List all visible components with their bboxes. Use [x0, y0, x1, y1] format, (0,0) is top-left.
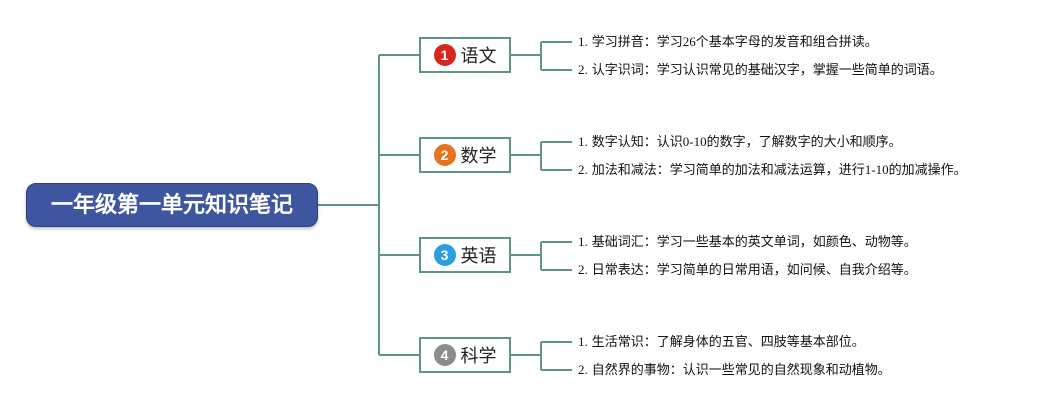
leaf-item[interactable]: 1.基础词汇：学习一些基本的英文单词，如颜色、动物等。 — [578, 233, 917, 251]
leaf-text: 加法和减法：学习简单的加法和减法运算，进行1-10的加减操作。 — [591, 162, 967, 177]
leaf-connector-3 — [511, 241, 572, 271]
branch-math[interactable]: 2 数学 — [419, 137, 511, 173]
leaf-index: 2. — [578, 62, 588, 77]
leaf-text: 日常表达：学习简单的日常用语，如问候、自我介绍等。 — [591, 262, 917, 277]
leaf-item[interactable]: 2.加法和减法：学习简单的加法和减法运算，进行1-10的加减操作。 — [578, 161, 967, 179]
branch-science[interactable]: 4 科学 — [419, 337, 511, 373]
branch-label: 语文 — [460, 46, 497, 67]
leaf-text: 数字认知：认识0-10的数字，了解数字的大小和顺序。 — [591, 134, 902, 149]
leaf-index: 2. — [578, 262, 588, 277]
leaf-text: 生活常识：了解身体的五官、四肢等基本部位。 — [591, 334, 865, 349]
number-badge: 4 — [433, 344, 456, 366]
number-badge: 2 — [433, 144, 456, 166]
leaf-item[interactable]: 2.日常表达：学习简单的日常用语，如问候、自我介绍等。 — [578, 261, 917, 279]
leaf-item[interactable]: 1.生活常识：了解身体的五官、四肢等基本部位。 — [578, 333, 865, 351]
leaf-connector-2 — [511, 141, 572, 171]
branch-label: 科学 — [460, 346, 497, 367]
leaf-item[interactable]: 1.学习拼音：学习26个基本字母的发音和组合拼读。 — [578, 33, 878, 51]
leaf-index: 1. — [578, 234, 588, 249]
branch-label: 数学 — [460, 146, 497, 167]
leaf-text: 学习拼音：学习26个基本字母的发音和组合拼读。 — [591, 34, 878, 49]
leaf-index: 1. — [578, 34, 588, 49]
leaf-text: 基础词汇：学习一些基本的英文单词，如颜色、动物等。 — [591, 234, 917, 249]
number-badge: 1 — [433, 44, 456, 66]
leaf-connector-4 — [511, 341, 572, 371]
number-badge: 3 — [433, 244, 456, 266]
leaf-index: 2. — [578, 362, 588, 377]
root-topic[interactable]: 一年级第一单元知识笔记 — [26, 183, 318, 227]
leaf-index: 2. — [578, 162, 588, 177]
leaf-item[interactable]: 2.认字识词：学习认识常见的基础汉字，掌握一些简单的词语。 — [578, 61, 943, 79]
leaf-item[interactable]: 1.数字认知：认识0-10的数字，了解数字的大小和顺序。 — [578, 133, 902, 151]
leaf-text: 认字识词：学习认识常见的基础汉字，掌握一些简单的词语。 — [591, 62, 943, 77]
leaf-connector-1 — [511, 41, 572, 71]
leaf-item[interactable]: 2.自然界的事物：认识一些常见的自然现象和动植物。 — [578, 361, 891, 379]
branch-chinese[interactable]: 1 语文 — [419, 37, 511, 73]
leaf-text: 自然界的事物：认识一些常见的自然现象和动植物。 — [591, 362, 891, 377]
leaf-index: 1. — [578, 134, 588, 149]
branch-english[interactable]: 3 英语 — [419, 237, 511, 273]
branch-label: 英语 — [460, 246, 497, 267]
leaf-index: 1. — [578, 334, 588, 349]
